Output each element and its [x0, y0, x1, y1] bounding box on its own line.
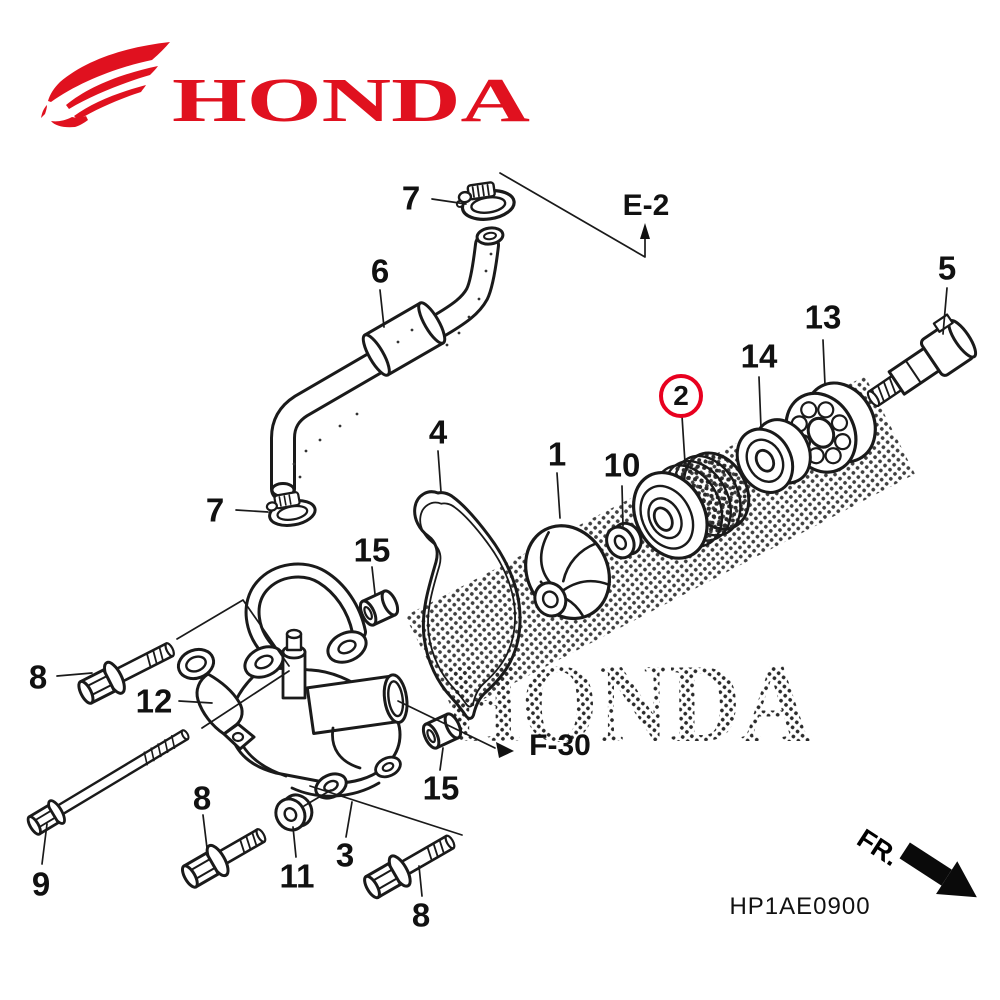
callout-part-1: 1 — [547, 435, 567, 473]
part-15-collar-lower — [421, 712, 463, 750]
hose-speckles — [292, 252, 493, 479]
callout-part-15-upper: 15 — [353, 531, 391, 569]
callout-part-8-bottom: 8 — [411, 896, 431, 934]
callout-part-3: 3 — [335, 836, 355, 874]
part-8-bolt-bottom — [363, 834, 456, 900]
part-8-bolt-middle — [180, 828, 267, 889]
part-10-seal-washer — [605, 521, 643, 560]
honda-wing-icon — [41, 42, 170, 128]
callout-part-13: 13 — [804, 298, 842, 336]
callout-part-8-middle: 8 — [192, 779, 212, 817]
callout-part-5: 5 — [937, 249, 957, 287]
ref-label-f30: F-30 — [529, 729, 591, 762]
part-9-long-bolt — [26, 729, 190, 836]
part-15-collar-upper — [358, 589, 400, 627]
honda-watermark-text: HONDA — [444, 642, 812, 766]
leader-lines — [41, 172, 948, 897]
callout-part-2-highlighted: 2 — [659, 374, 703, 418]
part-2-mechanical-seal — [632, 451, 751, 560]
callout-part-7-left: 7 — [205, 491, 225, 529]
ref-label-e2: E-2 — [622, 189, 670, 222]
fr-direction-arrow-icon — [899, 842, 977, 898]
callout-part-4: 4 — [428, 413, 448, 451]
honda-wordmark: HONDA — [172, 67, 530, 135]
part-11-washer — [274, 793, 314, 832]
callout-part-9: 9 — [31, 865, 51, 903]
part-14-oil-seal — [735, 418, 812, 494]
part-8-bolt-top-left — [77, 642, 175, 705]
callout-part-10: 10 — [603, 446, 641, 484]
callout-part-7-top: 7 — [401, 179, 421, 217]
part-1-impeller — [524, 524, 612, 621]
leader-arrowheads — [496, 223, 650, 758]
part-12-stay-bracket — [176, 647, 256, 751]
callout-part-12: 12 — [135, 682, 173, 720]
part-4-gasket — [413, 490, 522, 720]
callout-part-15-lower: 15 — [422, 769, 460, 807]
callout-part-6: 6 — [370, 252, 390, 290]
part-5-pump-shaft — [866, 313, 978, 408]
part-7-hose-clamp-left — [265, 491, 317, 527]
callout-part-8-top-left: 8 — [28, 658, 48, 696]
diagram-code: HP1AE0900 — [729, 893, 871, 920]
callout-part-11: 11 — [279, 857, 315, 895]
callout-part-14: 14 — [740, 337, 778, 375]
part-7-hose-clamp-top — [455, 181, 516, 221]
part-6-hose — [270, 226, 505, 502]
